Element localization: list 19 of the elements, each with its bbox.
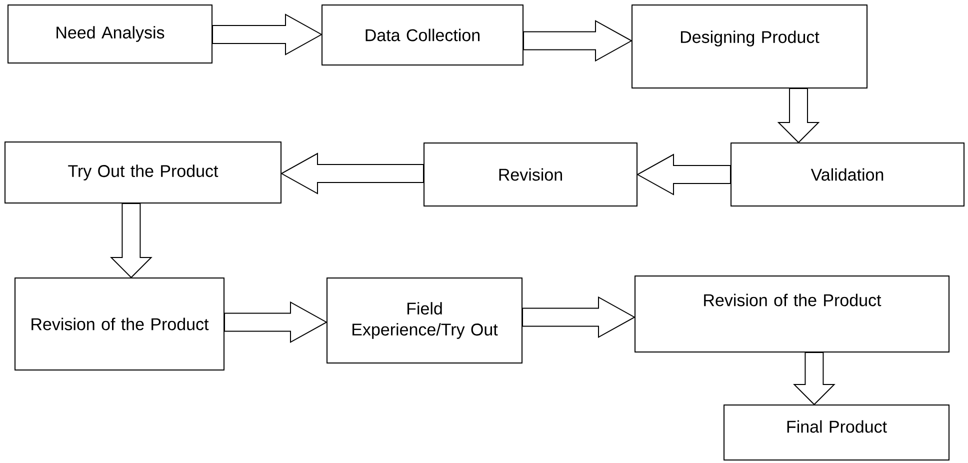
process-box: Try Out the Product (4, 142, 282, 204)
block-arrow (280, 152, 424, 194)
process-box: Revision of the Product (14, 278, 224, 370)
block-arrow (523, 20, 633, 62)
process-box: Designing Product (632, 4, 868, 88)
block-arrow (224, 301, 328, 344)
block-arrow (777, 88, 820, 144)
process-box: Revision (424, 142, 638, 206)
process-box: Field Experience/Try Out (326, 278, 522, 364)
process-box: Data Collection (322, 4, 524, 66)
process-box: Need Analysis (8, 4, 212, 64)
block-arrow (636, 154, 731, 196)
block-arrow (522, 296, 636, 338)
block-arrow (212, 14, 323, 56)
process-box: Validation (730, 142, 965, 206)
process-box: Revision of the Product (634, 276, 950, 352)
block-arrow (793, 352, 836, 406)
block-arrow (110, 203, 152, 278)
process-box: Final Product (724, 404, 950, 460)
